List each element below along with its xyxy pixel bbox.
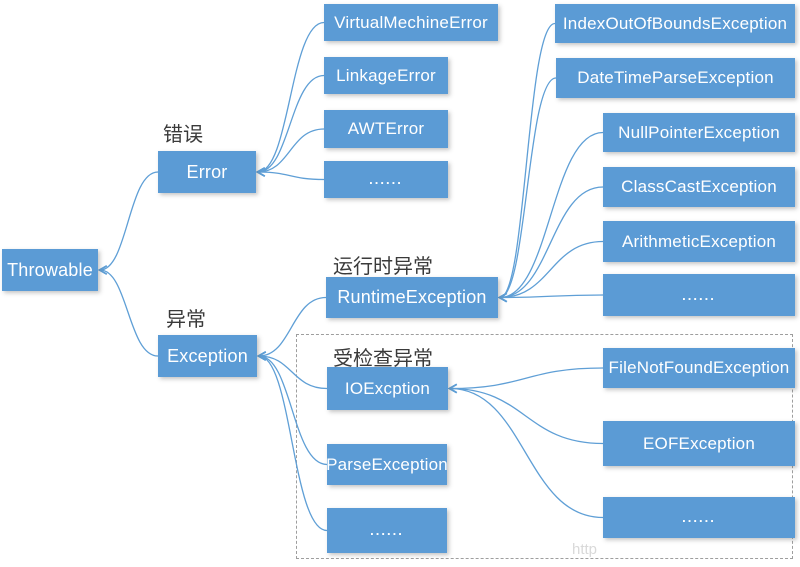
annotation-error-cn: 错误 [163, 124, 203, 146]
annotation-exception-cn: 异常 [166, 309, 206, 331]
node-eof-exception: EOFException [603, 421, 795, 466]
node-runtime-exception: RuntimeException [326, 277, 498, 318]
node-exception: Exception [158, 335, 257, 377]
edge-linkage-error-to-error [255, 74, 325, 177]
node-checked-more: ...... [327, 508, 447, 553]
node-arithmetic-exception: ArithmeticException [603, 221, 795, 262]
edge-exception-to-throwable [97, 265, 159, 357]
node-error: Error [158, 151, 256, 193]
edge-awt-error-to-error [255, 128, 325, 177]
node-io-excption: IOExcption [327, 367, 448, 410]
edge-virtual-mechine-error-to-error [255, 21, 325, 177]
annotation-runtime-cn: 运行时异常 [333, 256, 433, 278]
edge-index-out-of-bounds-exception-to-runtime-exception [497, 22, 556, 303]
node-parse-exception: ParseException [326, 444, 448, 485]
node-runtime-more: ...... [603, 274, 795, 316]
node-null-pointer-exception: NullPointerException [603, 113, 795, 152]
node-error-more: ...... [324, 161, 448, 198]
node-index-out-of-bounds-exception: IndexOutOfBoundsException [555, 4, 795, 43]
edge-runtime-more-to-runtime-exception [497, 292, 604, 303]
node-io-more: ...... [603, 497, 795, 538]
edge-arithmetic-exception-to-runtime-exception [497, 240, 604, 303]
watermark: http [572, 541, 598, 558]
edge-error-to-throwable [97, 171, 159, 275]
edge-error-more-to-error [255, 167, 325, 181]
edge-date-time-parse-exception-to-runtime-exception [497, 77, 557, 303]
node-throwable: Throwable [2, 249, 98, 291]
node-linkage-error: LinkageError [324, 57, 448, 94]
node-file-not-found-exception: FileNotFoundException [603, 348, 795, 388]
node-awt-error: AWTError [324, 110, 448, 148]
edge-class-cast-exception-to-runtime-exception [497, 186, 604, 303]
node-class-cast-exception: ClassCastException [603, 167, 795, 207]
annotation-checked-cn: 受检查异常 [333, 348, 433, 370]
edge-null-pointer-exception-to-runtime-exception [497, 131, 604, 303]
node-date-time-parse-exception: DateTimeParseException [556, 58, 795, 98]
node-virtual-mechine-error: VirtualMechineError [324, 4, 498, 41]
